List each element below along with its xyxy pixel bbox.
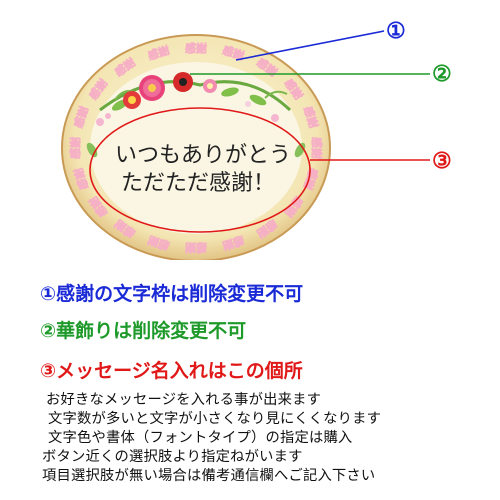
border-thanks-text: 感謝: [68, 137, 82, 159]
note-line-4: ボタン近くの選択肢より指定ねがいます: [42, 449, 303, 465]
flower-decoration: [86, 72, 306, 158]
message-area-outline: [89, 107, 311, 233]
note-line-2: 文字数が多いと文字が小さくなり見にくくなります: [48, 411, 382, 427]
callout-label-3: ③: [432, 148, 452, 174]
cookie-illustration: 感謝感謝感謝感謝感謝感謝感謝感謝感謝感謝感謝感謝感謝感謝感謝感謝感謝感謝感謝感謝: [61, 30, 430, 260]
border-thanks-text: 感謝: [71, 104, 91, 129]
rule-thanks-frame: ①感謝の文字枠は削除変更不可: [40, 283, 304, 305]
border-thanks-text: 感謝: [146, 43, 171, 63]
callout-label-1: ①: [386, 18, 406, 44]
border-thanks-text: 感謝: [310, 137, 324, 159]
border-thanks-text: 感謝: [301, 104, 321, 129]
border-thanks-text: 感謝: [185, 241, 207, 255]
rule-message-area: ③メッセージ名入れはこの個所: [40, 360, 303, 382]
border-thanks-text: 感謝: [71, 166, 91, 191]
border-thanks-text: 感謝: [146, 233, 171, 253]
message-line-2: ただただ感謝！: [121, 171, 275, 196]
message-line-1: いつもありがとう: [115, 143, 291, 168]
border-thanks-text: 感謝: [221, 43, 246, 63]
border-thanks-text: 感謝: [185, 41, 207, 55]
callout-label-2: ②: [432, 61, 452, 87]
rule-flower-decoration: ②華飾りは削除変更不可: [40, 320, 247, 342]
note-line-3: 文字色や書体（フォントタイプ）の指定は購入: [48, 430, 353, 446]
callout-line-1: [235, 30, 385, 61]
note-line-1: お好きなメッセージを入れる事が出来ます: [46, 392, 322, 408]
border-thanks-text: 感謝: [221, 233, 246, 253]
note-line-5: 項目選択肢が無い場合は備考通信欄へご記入下さい: [42, 468, 376, 484]
